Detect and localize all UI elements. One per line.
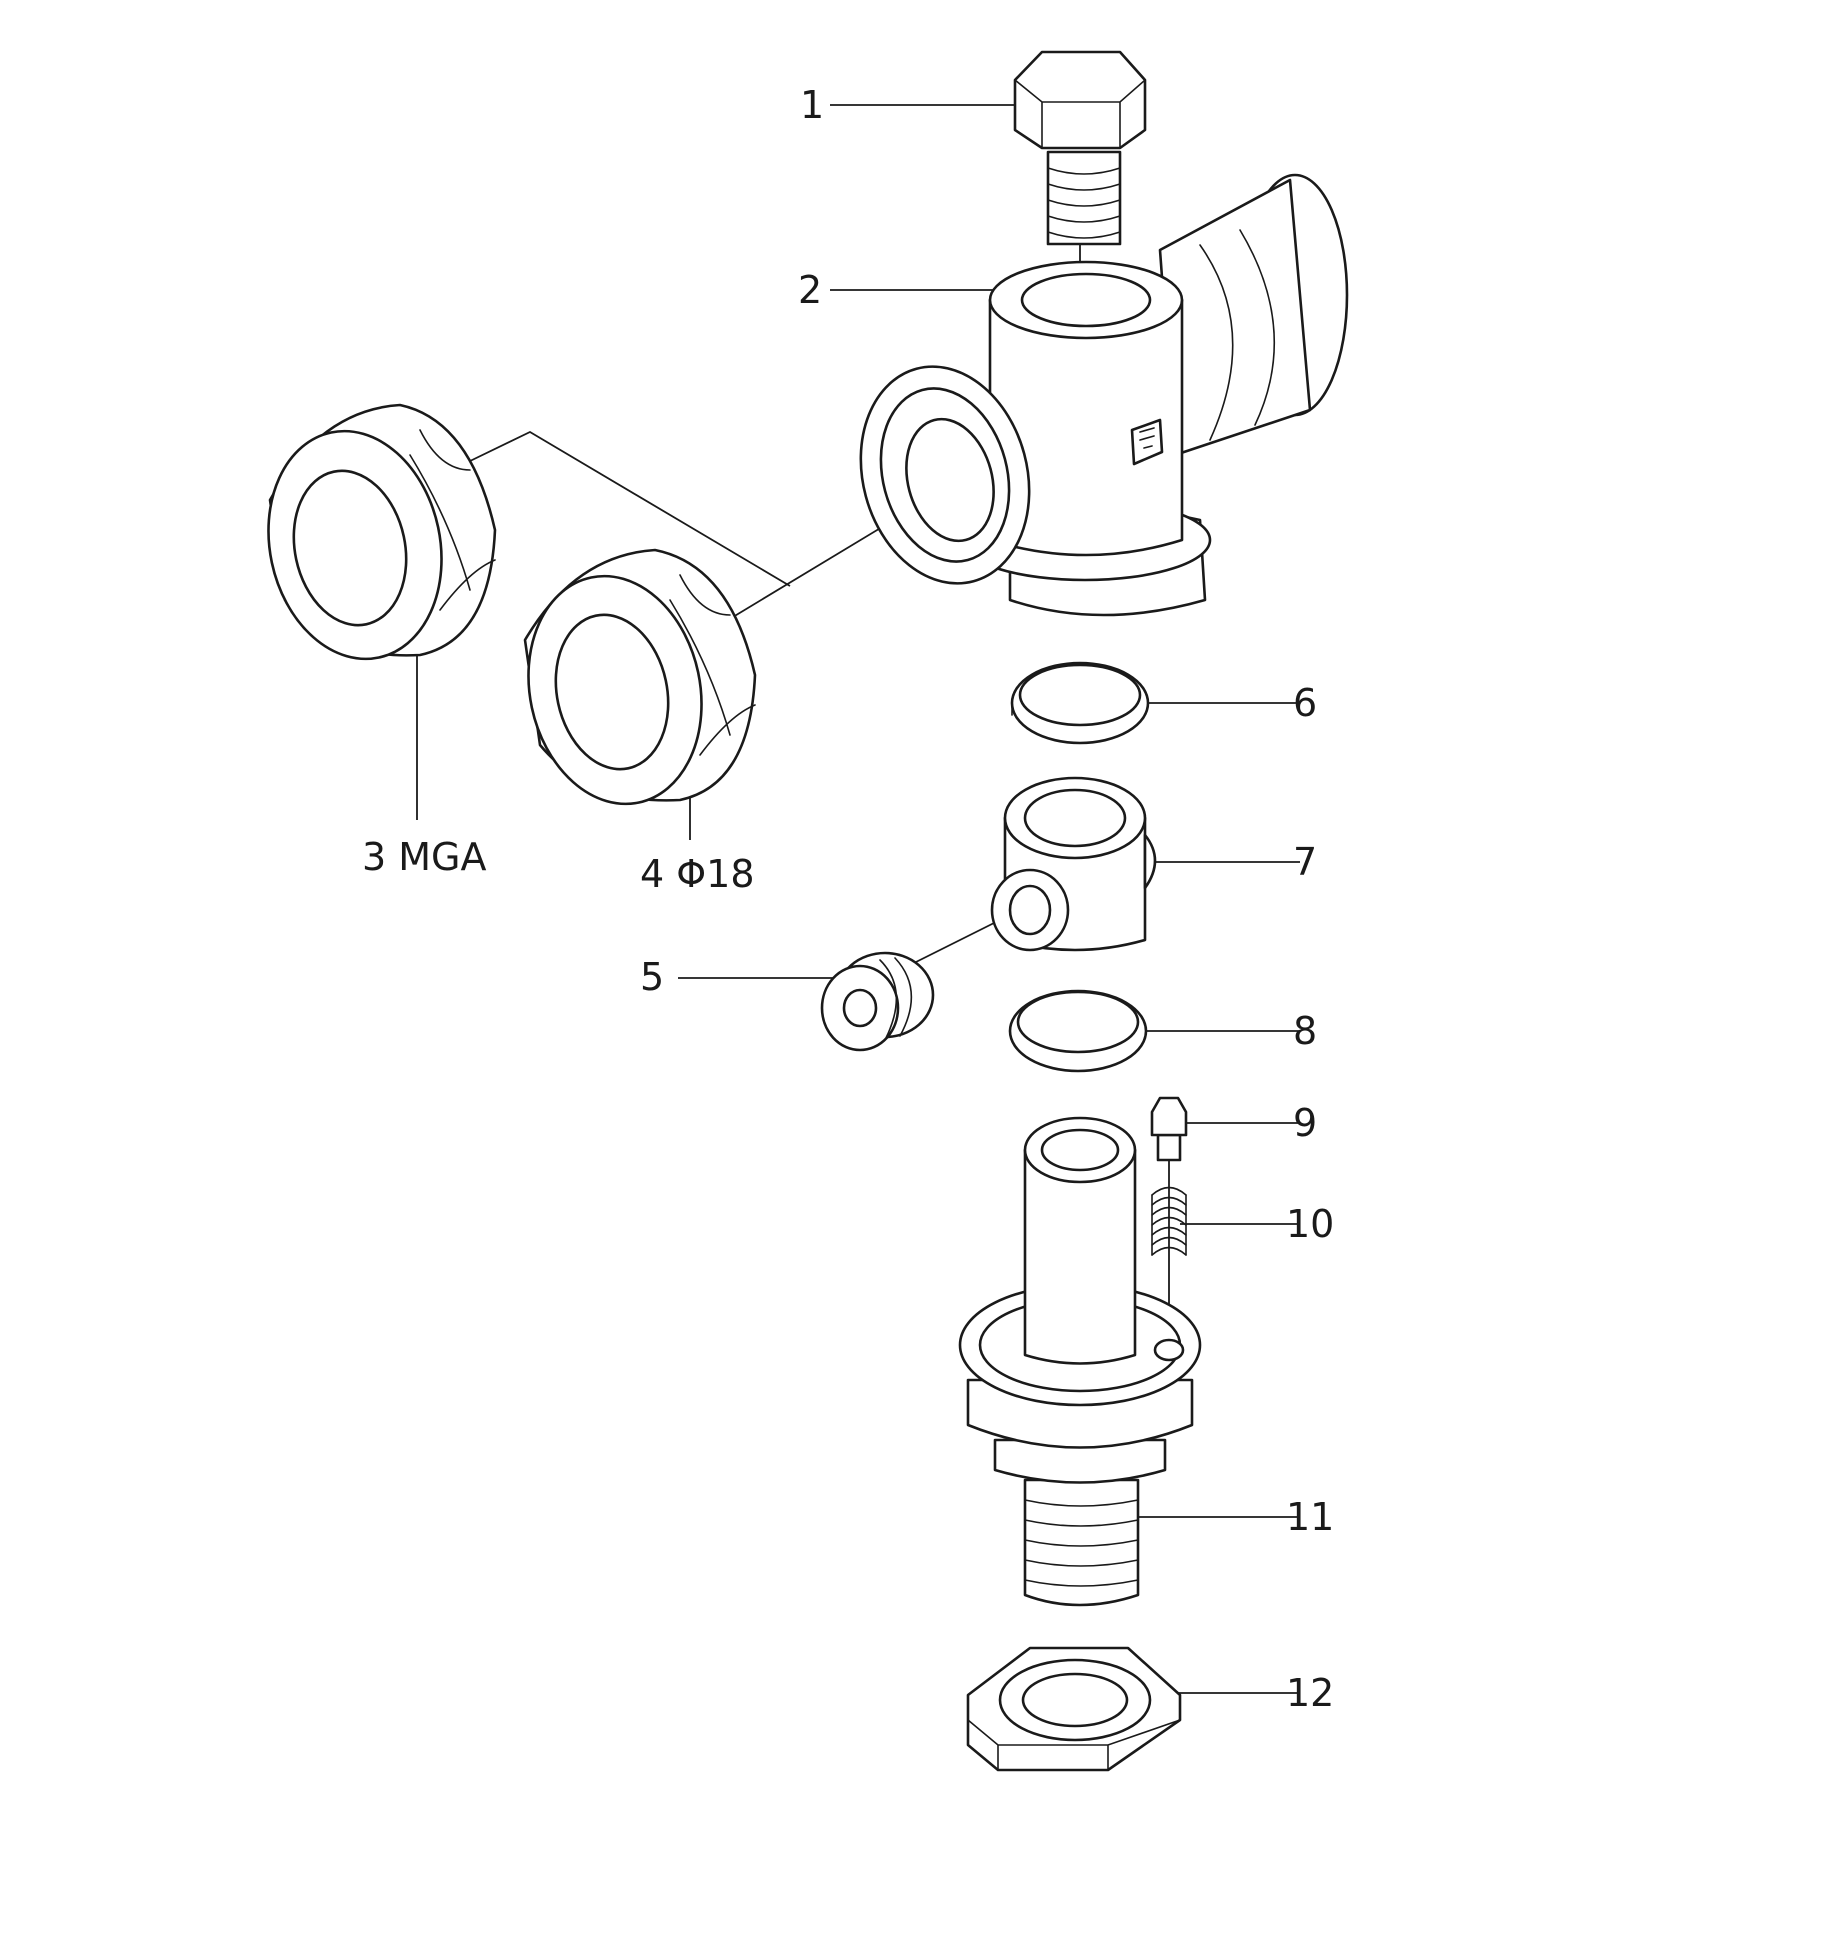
label-part-10: 10 (1286, 1202, 1334, 1246)
label-part-5: 5 (640, 955, 664, 999)
label-part-7: 7 (1293, 840, 1317, 884)
label-part-12: 12 (1286, 1671, 1334, 1715)
label-part-6: 6 (1293, 681, 1317, 725)
label-part-9: 9 (1293, 1101, 1317, 1145)
label-part-3: 3 MGA (362, 835, 486, 879)
part-11-connector (958, 1116, 1202, 1607)
label-part-8: 8 (1293, 1009, 1317, 1053)
part-1-hex-bolt (1013, 50, 1147, 246)
part-3-mga-nut (267, 403, 497, 661)
part-4-nut-phi18 (523, 548, 757, 806)
label-part-4: 4 Φ18 (640, 852, 755, 896)
part-6-ring (1010, 661, 1150, 745)
part-8-ring (1008, 989, 1148, 1073)
part-10-spring (1151, 1186, 1187, 1256)
part-9-pin (1150, 1096, 1188, 1162)
part-5-bushing (820, 951, 935, 1052)
label-part-1: 1 (800, 83, 824, 127)
part-2-tee-body (859, 173, 1349, 617)
part-7-banjo (990, 776, 1157, 952)
part-12-hex-nut (966, 1646, 1182, 1772)
label-part-2: 2 (798, 268, 822, 312)
part-labels: 1 2 3 MGA 4 Φ18 5 6 7 8 9 10 11 12 (362, 83, 1334, 1715)
label-part-11: 11 (1286, 1495, 1334, 1539)
